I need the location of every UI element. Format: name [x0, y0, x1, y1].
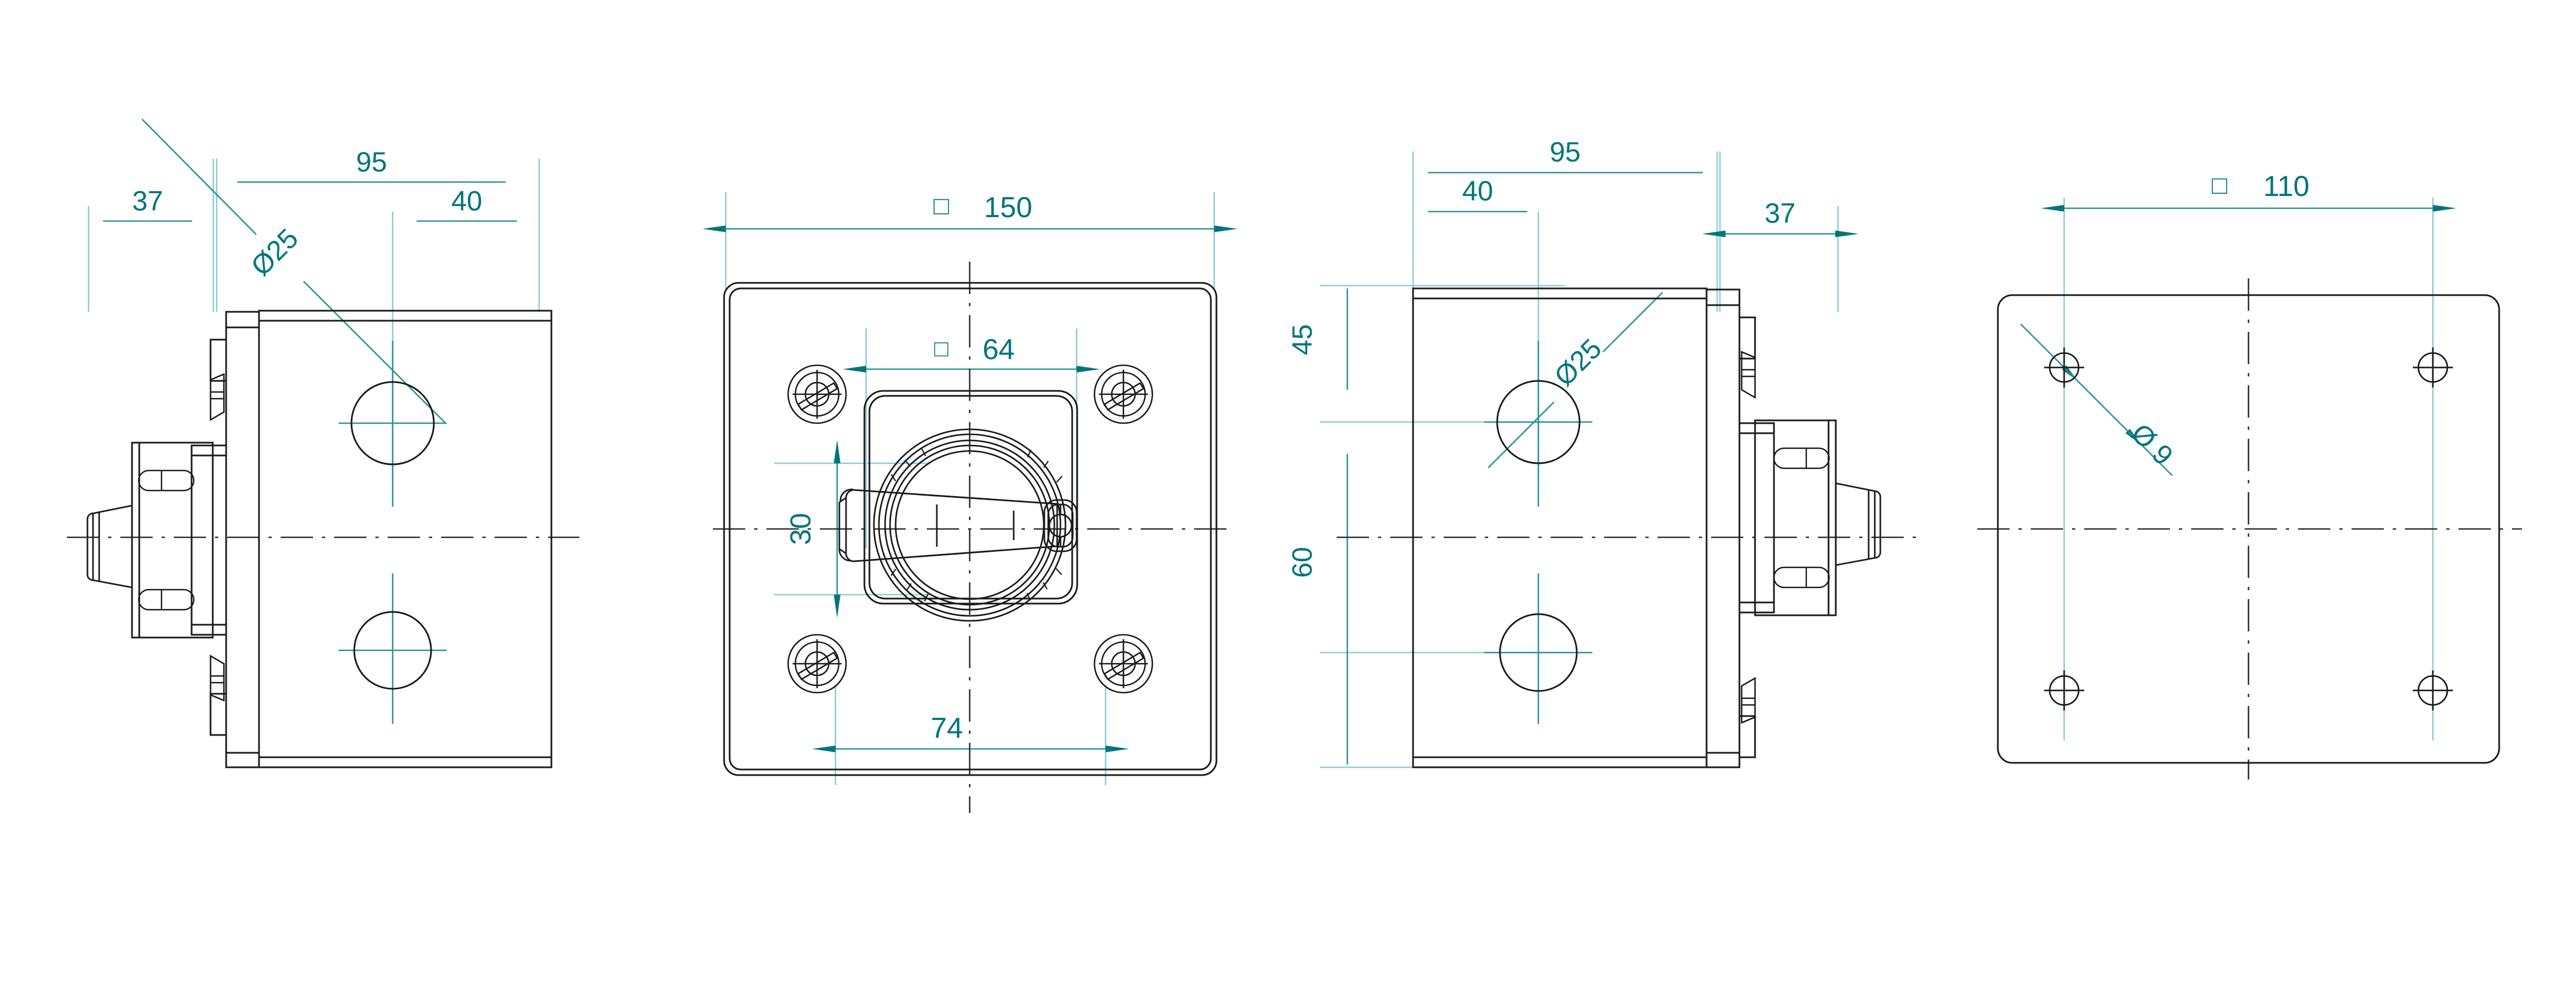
mounting-hole-top-left	[2044, 347, 2084, 388]
v3-label-60: 60	[1287, 547, 1318, 578]
view-1-barrel-slots	[138, 469, 195, 611]
v2-label-150: 150	[984, 192, 1033, 224]
v3-label-95: 95	[1549, 136, 1581, 168]
view-4-extension-lines	[2063, 198, 2434, 741]
mounting-hole-bottom-left	[2044, 670, 2084, 710]
view-1-upper-boss	[209, 373, 225, 422]
view-1-holes	[350, 381, 435, 690]
v3-label-45: 45	[1287, 324, 1318, 355]
v4-label-dia9: Ø 9	[2125, 418, 2179, 472]
v2-symbol-square-64: □	[934, 335, 949, 361]
screw-top-left	[787, 364, 847, 424]
view-2-dial-knurl	[891, 448, 1063, 602]
v4-symbol-square-110: □	[2212, 170, 2227, 199]
view-4-centerlines	[1977, 278, 2522, 780]
mounting-hole-bottom-right	[2413, 670, 2453, 710]
view-3-mechanism-barrel	[1738, 419, 1837, 616]
view-2-faceplate	[723, 282, 1218, 776]
v1-label-37: 37	[132, 185, 163, 217]
screw-bottom-left	[787, 634, 847, 694]
view-3-barrel-slots	[1773, 447, 1830, 589]
v3-label-dia25: Ø25	[1548, 333, 1607, 392]
v3-label-37: 37	[1764, 198, 1796, 229]
v1-label-40: 40	[451, 185, 482, 217]
view-2-front: □ 150 □ 64 30 74	[702, 191, 1238, 813]
screw-bottom-right	[1093, 634, 1153, 694]
view-3-upper-boss	[1741, 351, 1756, 399]
screw-top-right	[1093, 364, 1153, 424]
view-2-centerlines	[713, 262, 1231, 813]
view-1-lower-boss	[209, 654, 225, 702]
view-3-extension-lines	[1320, 151, 1839, 768]
view-1-hole-crosshairs	[339, 341, 447, 724]
view-3-lower-boss	[1741, 677, 1756, 724]
v3-label-40: 40	[1462, 175, 1493, 207]
view-2-screws	[787, 364, 1153, 694]
view-1-knob-stub	[86, 504, 133, 589]
view-3-dia25-leader	[1488, 292, 1663, 468]
mounting-hole-top-right	[2413, 347, 2453, 388]
view-1-housing-body	[258, 310, 553, 768]
view-3-right-side: 95 40 37 45 60 Ø25	[1287, 136, 1916, 768]
view-4-rear-plate: □ 110 Ø 9	[1977, 170, 2522, 780]
view-2-dimension-lines	[702, 226, 1238, 752]
view-3-holes	[1496, 380, 1581, 692]
v2-label-30: 30	[785, 513, 817, 545]
view-4-mounting-holes	[2044, 347, 2453, 710]
view-1-dia25-leader	[141, 119, 446, 424]
view-3-hole-crosshairs	[1484, 341, 1592, 724]
v2-label-74: 74	[931, 712, 963, 744]
v2-symbol-square-150: □	[933, 191, 949, 220]
view-3-flange-plate	[1705, 288, 1756, 768]
view-1-left-side: 37 95 40 Ø25	[67, 119, 579, 768]
view-1-flange-plate	[209, 311, 260, 768]
view-1-dimension-bars	[103, 181, 517, 222]
view-1-mechanism-barrel	[131, 442, 227, 639]
v4-label-110: 110	[2264, 170, 2310, 203]
view-4-plate-outline	[1997, 294, 2500, 764]
v1-label-95: 95	[356, 146, 387, 178]
view-2-handle-lever	[838, 488, 1058, 562]
v2-label-64: 64	[983, 334, 1015, 366]
view-2-handle-pivot	[1043, 499, 1078, 552]
view-3-knob-stub	[1835, 482, 1881, 566]
view-3-dimension-bars	[1346, 171, 1859, 764]
